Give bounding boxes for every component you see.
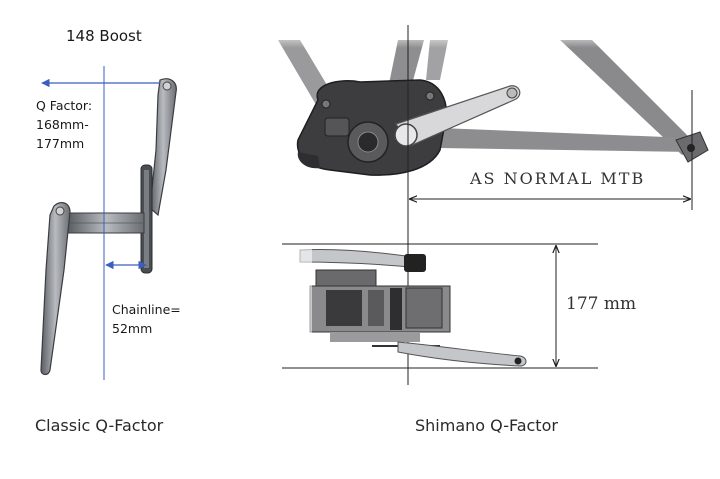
chainline-label-line2: 52mm [112, 321, 153, 336]
right-crank-arm [149, 78, 177, 217]
classic-crankset-diagram [40, 66, 177, 380]
upper-crank-arm [299, 248, 423, 269]
caption-classic: Classic Q-Factor [35, 416, 164, 435]
as-normal-mtb-label: AS NORMAL MTB [470, 169, 646, 188]
chainline-label-line1: Chainline= [112, 302, 181, 317]
lower-crank-arm [397, 341, 527, 367]
top-tube [560, 40, 700, 155]
chainline-label: Chainline= 52mm [112, 300, 181, 338]
chainstay [440, 128, 692, 152]
q-factor-label-line2: 168mm- [36, 117, 89, 132]
chart-title: 148 Boost [66, 27, 142, 45]
left-crank-arm [40, 202, 71, 376]
q-factor-label: Q Factor: 168mm- 177mm [36, 96, 92, 153]
shimano-frame-diagram [270, 25, 710, 385]
q-factor-label-line3: 177mm [36, 136, 85, 151]
q-factor-dimension-label: 177 mm [566, 294, 637, 314]
crank-arm [395, 85, 521, 147]
caption-shimano: Shimano Q-Factor [415, 416, 558, 435]
q-factor-label-line1: Q Factor: [36, 98, 93, 113]
motor-housing [315, 269, 377, 287]
shimano-topview-diagram [282, 243, 598, 369]
